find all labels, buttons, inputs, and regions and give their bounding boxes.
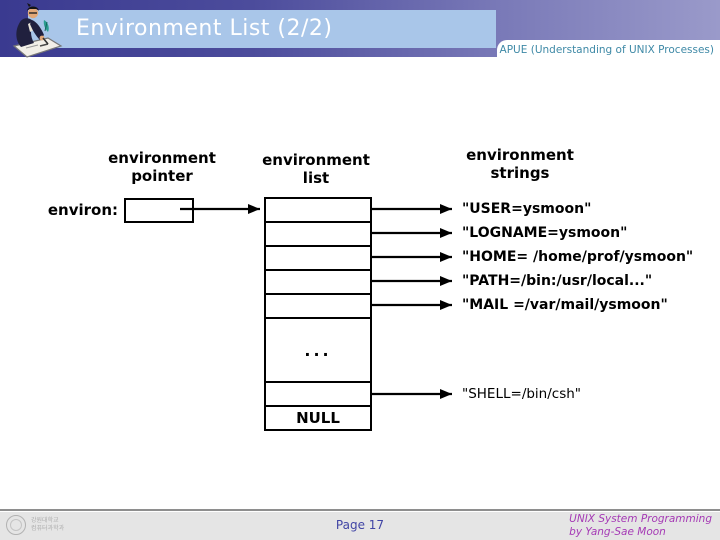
- environ-pointer-box: [124, 198, 194, 223]
- footer-divider: [0, 509, 720, 512]
- heading-environment-list: environment list: [262, 151, 370, 187]
- env-string-mail: "MAIL =/var/mail/ysmoon": [462, 297, 668, 313]
- list-cell: [266, 293, 370, 317]
- heading-environment-pointer: environment pointer: [108, 149, 216, 185]
- list-cell: [266, 269, 370, 293]
- subtitle-tab: APUE (Understanding of UNIX Processes): [497, 40, 720, 62]
- list-cell: [266, 199, 370, 221]
- list-cell: [266, 221, 370, 245]
- footer-band: 강원대학교 컴퓨터과학과 Page 17 UNIX System Program…: [0, 512, 720, 540]
- environment-list-table: ... NULL: [264, 197, 372, 431]
- course-credit: UNIX System Programming by Yang-Sae Moon: [569, 513, 712, 538]
- env-string-path: "PATH=/bin:/usr/local...": [462, 273, 653, 289]
- writer-clipart-icon: [12, 3, 63, 58]
- env-string-home: "HOME= /home/prof/ysmoon": [462, 249, 694, 265]
- env-string-logname: "LOGNAME=ysmoon": [462, 225, 628, 241]
- env-string-shell: "SHELL=/bin/csh": [462, 386, 582, 402]
- list-cell: [266, 245, 370, 269]
- list-cell: [266, 381, 370, 405]
- list-cell-ellipsis: ...: [266, 317, 370, 381]
- env-string-user: "USER=ysmoon": [462, 201, 592, 217]
- page-title: Environment List (2/2): [76, 16, 333, 41]
- university-logo: 강원대학교 컴퓨터과학과: [6, 514, 116, 538]
- title-bar: Environment List (2/2): [28, 10, 496, 48]
- list-cell-null: NULL: [266, 405, 370, 429]
- environ-variable-label: environ:: [47, 201, 118, 219]
- university-seal-icon: [6, 515, 26, 535]
- header-band: Environment List (2/2) APUE (Understandi…: [0, 0, 720, 62]
- course-subtitle: APUE (Understanding of UNIX Processes): [499, 44, 714, 56]
- page-number: Page 17: [335, 518, 385, 532]
- heading-environment-strings: environment strings: [466, 146, 574, 182]
- university-logo-text: 강원대학교 컴퓨터과학과: [31, 517, 65, 532]
